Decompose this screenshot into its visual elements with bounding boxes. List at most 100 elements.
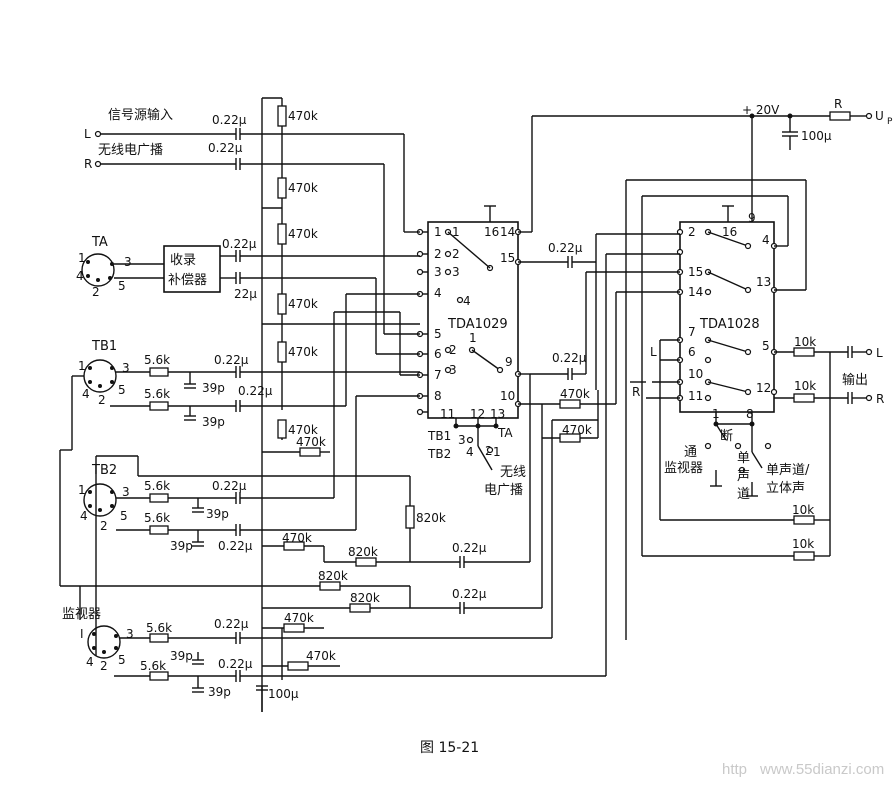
svg-text:4: 4 [76, 269, 84, 283]
tb2-c2: 0.22μ [218, 539, 253, 553]
svg-text:4: 4 [80, 509, 88, 523]
power-supply-label: U [875, 109, 884, 123]
mon-c3: 39p [170, 649, 193, 663]
tb2-c3: 39p [206, 507, 229, 521]
svg-text:4: 4 [463, 294, 471, 308]
svg-text:2: 2 [434, 247, 442, 261]
out-r-label: R [876, 392, 884, 406]
svg-text:13: 13 [756, 275, 771, 289]
radio-label: 无线电广播 [98, 143, 163, 158]
sw-label-radio2: 电广播 [484, 483, 523, 498]
power-supply: + 20V 100μ R U P [518, 97, 893, 233]
sw-mono-stereo-b: 立体声 [766, 481, 805, 496]
svg-text:15: 15 [688, 265, 703, 279]
mon-r2: 5.6k [140, 659, 166, 673]
sw-break: 断 [720, 429, 733, 444]
c-mid-2: 0.22μ [552, 351, 587, 365]
svg-text:2: 2 [100, 519, 108, 533]
tb2-label: TB2 [91, 463, 117, 478]
monitor-pin-1: I [80, 627, 84, 641]
svg-text:2: 2 [452, 247, 460, 261]
watermark-domain: www.55dianzi.com [759, 761, 884, 778]
svg-text:1: 1 [434, 225, 442, 239]
svg-text:4: 4 [82, 387, 90, 401]
mon-c2: 0.22μ [218, 657, 253, 671]
svg-text:8: 8 [434, 389, 442, 403]
svg-text:1: 1 [452, 225, 460, 239]
cap-comp-1: 0.22μ [222, 237, 257, 251]
compensator-out: 0.22μ 22μ [220, 237, 420, 355]
mon-r3: 470k [284, 611, 314, 625]
svg-text:3: 3 [434, 265, 442, 279]
svg-text:8: 8 [746, 407, 754, 421]
svg-text:5: 5 [118, 279, 126, 293]
sw-monitor-b: 监视器 [664, 461, 703, 476]
svg-text:2: 2 [688, 225, 696, 239]
mon-r4: 470k [306, 649, 336, 663]
svg-text:2: 2 [92, 285, 100, 299]
svg-text:5: 5 [434, 327, 442, 341]
power-cap-value: 100μ [801, 129, 832, 143]
r-fb-6: 820k [350, 591, 380, 605]
svg-text:4: 4 [434, 286, 442, 300]
power-rail-label: + 20V [742, 103, 780, 117]
cap-in-r: 0.22μ [208, 141, 243, 155]
svg-text:16: 16 [722, 225, 737, 239]
svg-text:6: 6 [688, 345, 696, 359]
chip-tda1028-label: TDA1028 [699, 317, 760, 332]
svg-text:4: 4 [762, 233, 770, 247]
signal-inputs: 信号源输入 L R 无线电广播 0.22μ 0.22μ [84, 107, 420, 335]
r-ladder-2: 470k [288, 181, 318, 195]
r-mid-1: 470k [560, 387, 590, 401]
r-out-4: 10k [792, 537, 814, 551]
sw-mono-c: 道 [737, 487, 750, 502]
tb1-c4: 39p [202, 415, 225, 429]
tda1029-switch [444, 205, 504, 374]
svg-text:3: 3 [122, 361, 130, 375]
tda1028-switch [704, 205, 752, 402]
figure-caption: 图 15-21 [420, 740, 479, 756]
svg-text:10: 10 [688, 367, 703, 381]
svg-text:3: 3 [452, 265, 460, 279]
sw-label-tb1: TB1 [427, 429, 451, 443]
output-label: 输出 [842, 372, 868, 388]
watermark-prefix: http [722, 761, 747, 778]
sw-mono-b: 声 [737, 469, 750, 484]
svg-text:7: 7 [434, 368, 442, 382]
sw-mono-stereo-a: 单声道/ [766, 463, 810, 478]
compensator-box [163, 245, 221, 293]
svg-text:5: 5 [118, 383, 126, 397]
svg-text:4: 4 [86, 655, 94, 669]
out-l-label: L [876, 346, 883, 360]
svg-text:13: 13 [490, 407, 505, 421]
svg-text:3: 3 [124, 255, 132, 269]
c-fb-2: 0.22μ [452, 587, 487, 601]
svg-text:14: 14 [500, 225, 515, 239]
power-resistor [829, 111, 851, 121]
tb1-c3: 39p [202, 381, 225, 395]
tb1-r1: 5.6k [144, 353, 170, 367]
svg-text:3: 3 [122, 485, 130, 499]
svg-text:7: 7 [688, 325, 696, 339]
svg-text:4: 4 [466, 445, 474, 459]
sw-mono-a: 单 [737, 451, 750, 466]
sw-label-ta: TA [497, 426, 513, 440]
mon-c1: 0.22μ [214, 617, 249, 631]
svg-text:1: 1 [469, 331, 477, 345]
r-ladder-1: 470k [288, 109, 318, 123]
c-fb-1: 0.22μ [452, 541, 487, 555]
chip-tda1029-label: TDA1029 [447, 317, 508, 332]
chip-tda1028 [679, 221, 775, 413]
side-label-l: L [650, 345, 657, 359]
r-mid-2: 470k [562, 423, 592, 437]
svg-text:2: 2 [449, 343, 457, 357]
inter-chip: 0.22μ 0.22μ 470k 470k [518, 179, 807, 640]
tb2-c4: 39p [170, 539, 193, 553]
side-label-r: R [632, 385, 640, 399]
c-mid-1: 0.22μ [548, 241, 583, 255]
